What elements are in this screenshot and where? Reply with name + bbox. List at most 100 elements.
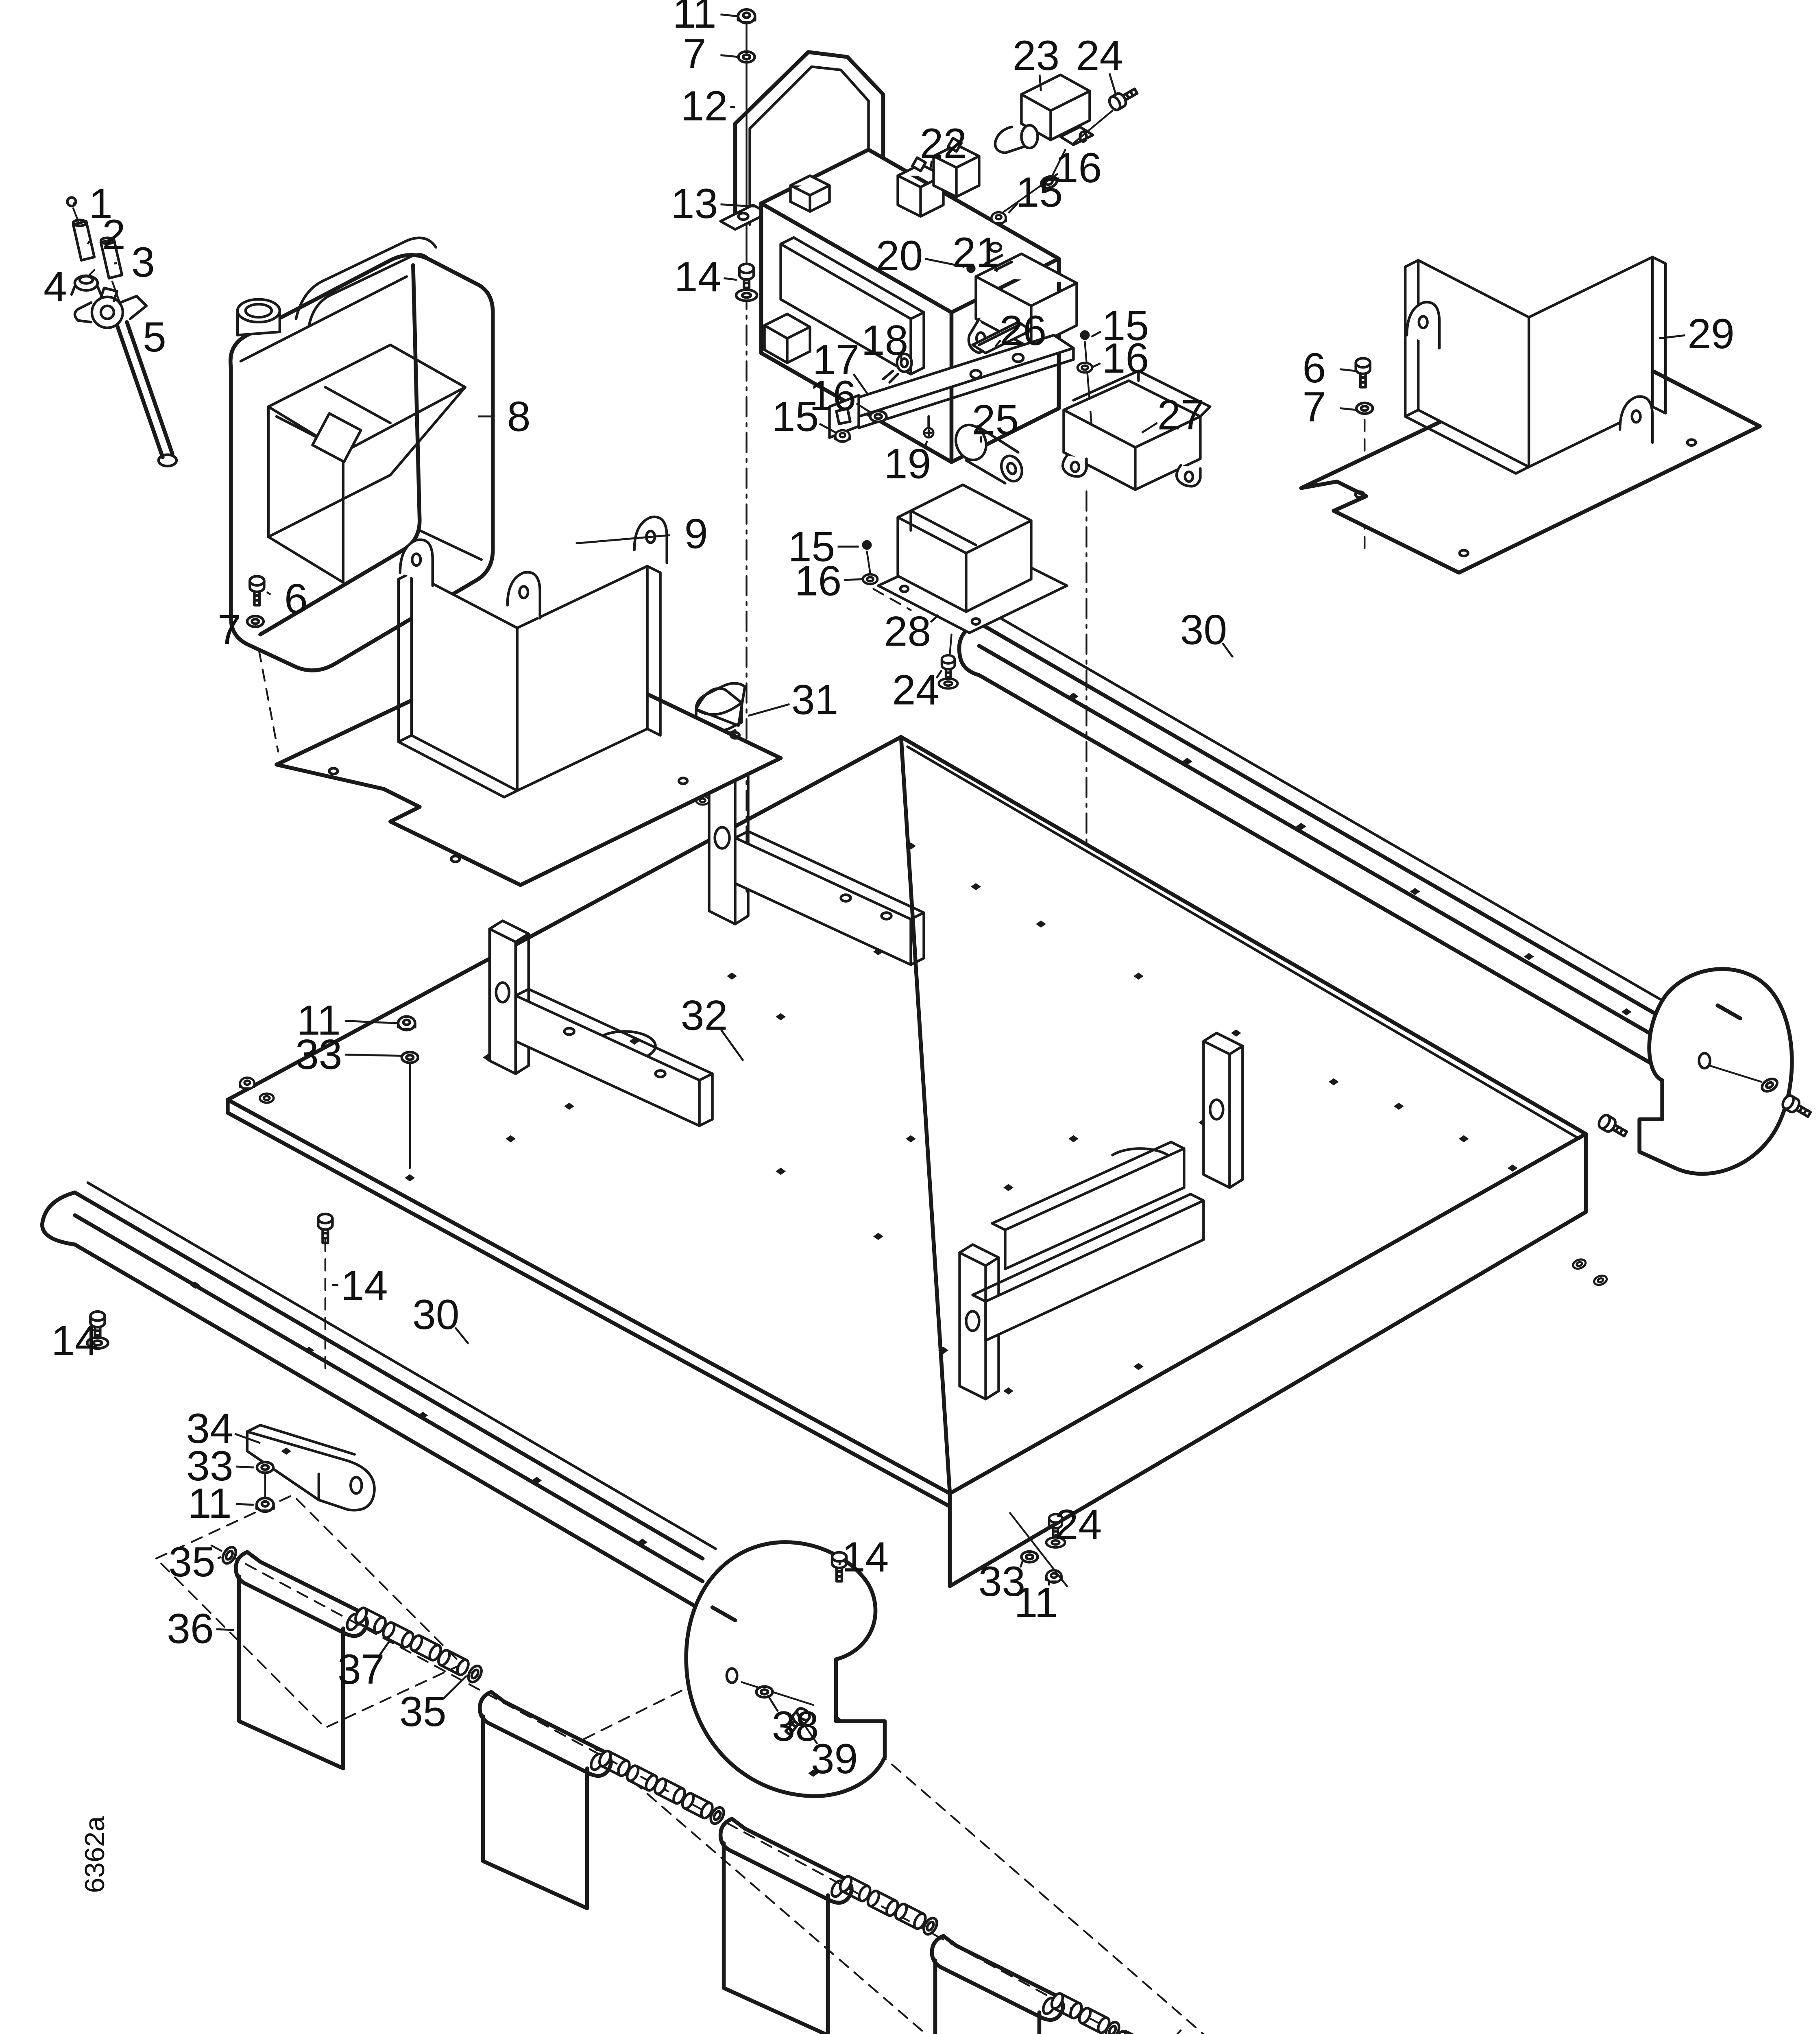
can-spout-cap: [236, 298, 281, 337]
callout-label: 14: [674, 253, 721, 301]
callout-label: 26: [1000, 307, 1047, 354]
callout-leader: [1141, 422, 1158, 434]
callout-leader: [1659, 334, 1685, 340]
callout-leader: [923, 441, 928, 450]
mounting-bar: [828, 334, 1075, 439]
hinge-rod: [1114, 2029, 1182, 2034]
fuel-tap: [73, 286, 178, 467]
callout-label: 35: [399, 1688, 447, 1735]
callout-leader: [454, 1327, 469, 1344]
callout-label: 39: [811, 1735, 858, 1783]
callout-label: 13: [671, 180, 718, 227]
callout-leader: [113, 262, 118, 265]
callout-label: 25: [972, 397, 1019, 444]
callout-leader: [1019, 1560, 1024, 1568]
rail-end-plate-bottom: [684, 1540, 887, 1798]
callout-label: 3: [131, 239, 155, 286]
callout-leader: [1091, 330, 1101, 338]
callout-leader: [935, 670, 943, 679]
callout-label: 14: [341, 1262, 388, 1309]
callout-label: 28: [884, 608, 931, 655]
callout-leader: [1221, 642, 1234, 658]
clamp-part: [70, 274, 102, 296]
callout-leader: [266, 591, 271, 596]
callout-label: 37: [338, 1646, 385, 1693]
callout-label: 31: [791, 677, 839, 724]
callout-leader: [767, 1694, 779, 1712]
callout-label: 16: [1102, 335, 1149, 382]
callout-label: 22: [920, 120, 967, 167]
callout-label: 15: [788, 524, 835, 571]
callout-label: 29: [1687, 310, 1735, 358]
callout-label: 36: [167, 1605, 214, 1652]
callout-label: 23: [1013, 32, 1060, 79]
callout-leader: [930, 614, 939, 623]
callout-leader: [994, 339, 1002, 347]
inner-mount-frame: [488, 682, 1244, 1401]
callout-leader: [254, 622, 258, 626]
callout-leader: [217, 1556, 222, 1560]
tank-holder-left: [247, 515, 783, 887]
rubber-flap-assembly: [220, 1545, 1182, 2034]
callout-label: 7: [218, 607, 241, 654]
callout-leader: [1038, 74, 1042, 92]
callout-label: 16: [1055, 144, 1102, 192]
callout-label: 8: [507, 393, 531, 441]
callout-label: 24: [1076, 32, 1123, 79]
callout-label: 5: [143, 314, 166, 361]
callout-label: 38: [772, 1703, 819, 1750]
hinge-bracket: [246, 1424, 376, 1512]
callout-label: 7: [683, 31, 706, 78]
callout-leader: [1007, 202, 1019, 214]
callout-leader: [89, 1329, 97, 1332]
callout-leader: [844, 578, 862, 581]
cover-box-group: [862, 483, 1068, 689]
callout-leader: [748, 703, 790, 717]
callout-leader: [929, 160, 933, 170]
solenoid-bracket: [992, 73, 1140, 224]
callout-label: 30: [412, 1291, 460, 1338]
capacitor-and-unit: [955, 330, 1212, 491]
callout-leader: [442, 1675, 468, 1700]
bumper-rail-top: [957, 612, 1813, 1287]
callout-label: 33: [295, 1031, 342, 1078]
callout-label: 6: [1302, 345, 1326, 392]
holder-channel-right: [1527, 255, 1667, 468]
callout-label: 24: [1055, 1501, 1102, 1548]
callout-label: 7: [1302, 384, 1326, 431]
callout-label: 2: [102, 211, 126, 258]
callout-label: 16: [795, 558, 842, 605]
callout-label: 6: [284, 576, 308, 623]
callout-label: 15: [1102, 302, 1149, 349]
callout-leader: [720, 54, 739, 58]
callout-label: 18: [861, 317, 909, 364]
holder-channel-left: [397, 538, 519, 799]
callout-label: 33: [979, 1558, 1026, 1605]
tube-part: [99, 238, 124, 280]
callout-leader: [344, 1053, 402, 1057]
callout-label: 34: [186, 1405, 233, 1452]
callout-leader: [575, 534, 671, 545]
rail-end-plate-right: [1637, 967, 1794, 1176]
callout-leader: [1340, 407, 1357, 411]
callout-label: 11: [1014, 1579, 1058, 1626]
callout-leader: [720, 1029, 744, 1061]
callout-leader: [235, 1503, 254, 1506]
frame-post-left: [488, 919, 530, 1075]
callout-label: 9: [684, 511, 708, 558]
callout-leader: [87, 240, 91, 245]
callout-leader: [852, 373, 870, 396]
callout-label: 12: [681, 83, 728, 130]
callout-leader: [801, 1720, 818, 1745]
callout-label: 27: [1157, 392, 1205, 439]
callout-leader: [379, 1639, 391, 1656]
callout-label: 14: [842, 1534, 889, 1581]
callout-label: 11: [297, 997, 341, 1044]
callout-leader: [234, 1433, 261, 1444]
callout-leader: [994, 265, 998, 272]
tube-part: [72, 220, 96, 262]
callout-label: 14: [51, 1317, 98, 1364]
callout-label: 11: [188, 1480, 232, 1527]
